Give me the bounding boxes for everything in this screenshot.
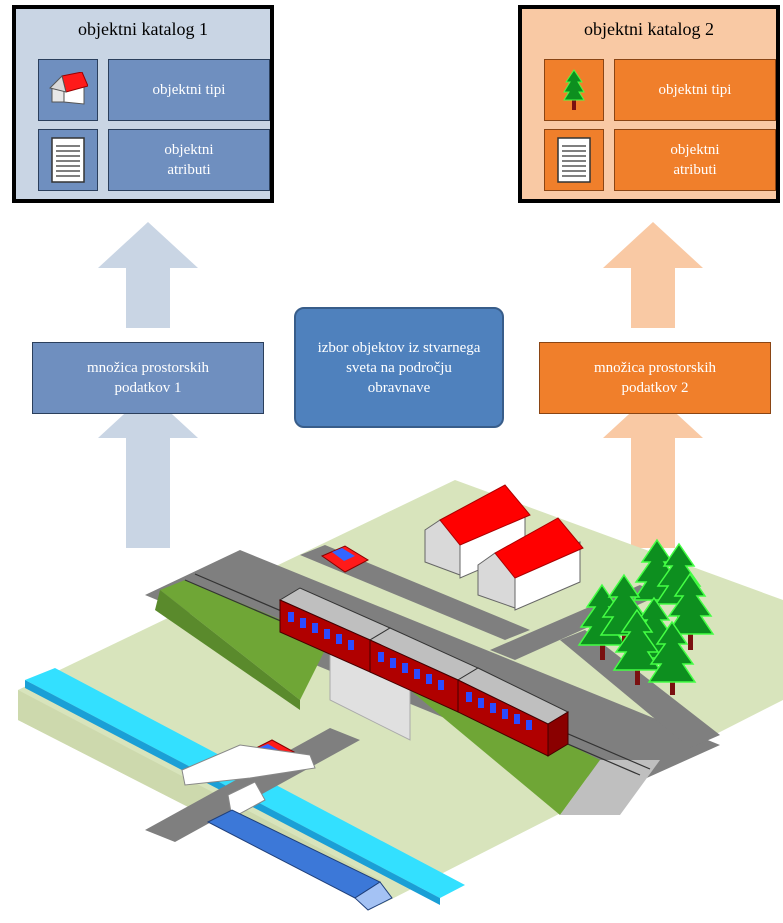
arrow-up-left-bottom	[98, 392, 198, 548]
catalog-1-attributes-icon-cell	[38, 129, 98, 191]
road-top	[300, 545, 530, 640]
trees	[577, 538, 715, 695]
dataset-1: množica prostorskih podatkov 1	[32, 342, 264, 414]
embankment-left-side	[155, 590, 300, 710]
embankment-right	[410, 680, 600, 815]
embankment-right-end	[560, 760, 660, 815]
tree-icon	[563, 69, 585, 110]
arrow-up-right-bottom	[603, 392, 703, 548]
catalog-1-title: objektni katalog 1	[78, 19, 208, 39]
embankment-left	[160, 580, 330, 700]
train	[278, 587, 570, 757]
catalog-2-title: objektni katalog 2	[584, 19, 714, 39]
catalog-2-types-label: objektni tipi	[614, 59, 776, 121]
selection-box: izbor objektov iz stvarnega sveta na pod…	[294, 307, 504, 428]
blue-building	[206, 809, 393, 911]
catalog-1: objektni katalog 1 objektni tipi objektn…	[12, 5, 274, 203]
house-icon	[49, 72, 88, 105]
house-1	[424, 484, 531, 579]
arrow-up-right-top	[603, 222, 703, 328]
document-icon	[51, 137, 85, 183]
house-2	[477, 517, 584, 611]
catalog-2-attributes-icon-cell	[544, 129, 604, 191]
arrow-up-left-top	[98, 222, 198, 328]
road-bridge-rail	[181, 744, 316, 786]
train-windows	[288, 612, 532, 730]
catalog-1-types-icon-cell	[38, 59, 98, 121]
tree	[612, 608, 662, 685]
tree	[647, 620, 697, 695]
catalog-1-types-label: objektni tipi	[108, 59, 270, 121]
catalog-2: objektni katalog 2 objektni tipi objektn…	[518, 5, 780, 203]
dataset-2: množica prostorskih podatkov 2	[539, 342, 771, 414]
car-top	[320, 545, 370, 573]
document-icon	[557, 137, 591, 183]
catalog-2-types-icon-cell	[544, 59, 604, 121]
catalog-2-attributes-label: objektni atributi	[614, 129, 776, 191]
catalog-1-attributes-label: objektni atributi	[108, 129, 270, 191]
tree	[665, 572, 715, 650]
